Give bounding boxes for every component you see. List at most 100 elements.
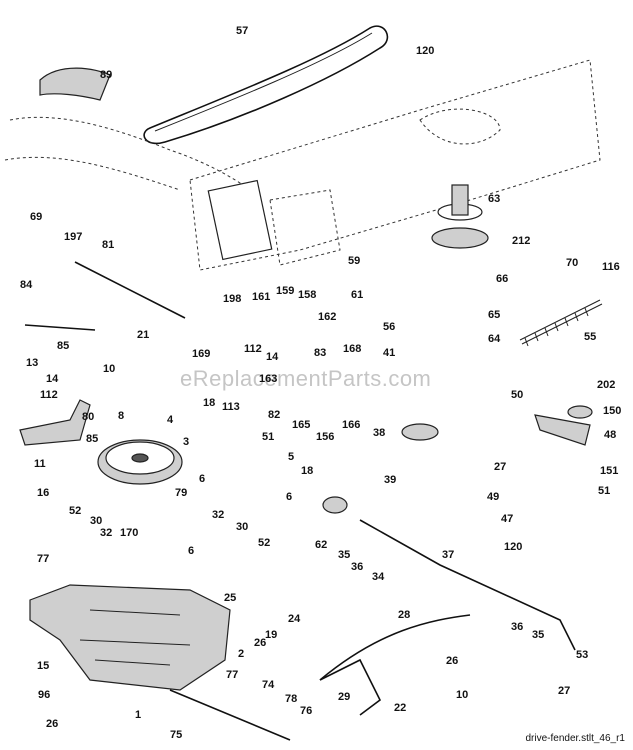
callout-16[interactable]: 16 bbox=[37, 487, 50, 499]
callout-10[interactable]: 10 bbox=[103, 363, 116, 375]
callout-78[interactable]: 78 bbox=[285, 693, 298, 705]
callout-18[interactable]: 18 bbox=[203, 397, 216, 409]
callout-41[interactable]: 41 bbox=[383, 347, 396, 359]
callout-89[interactable]: 89 bbox=[100, 69, 113, 81]
callout-15[interactable]: 15 bbox=[37, 660, 50, 672]
callout-74[interactable]: 74 bbox=[262, 679, 275, 691]
callout-66[interactable]: 66 bbox=[496, 273, 509, 285]
callout-69[interactable]: 69 bbox=[30, 211, 43, 223]
callout-55[interactable]: 55 bbox=[584, 331, 597, 343]
callout-48[interactable]: 48 bbox=[604, 429, 617, 441]
callout-79[interactable]: 79 bbox=[175, 487, 188, 499]
callout-64[interactable]: 64 bbox=[488, 333, 501, 345]
callout-56[interactable]: 56 bbox=[383, 321, 396, 333]
callout-62[interactable]: 62 bbox=[315, 539, 328, 551]
callout-159[interactable]: 159 bbox=[276, 285, 295, 297]
callout-3[interactable]: 3 bbox=[183, 436, 190, 448]
callout-26[interactable]: 26 bbox=[46, 718, 59, 730]
callout-85[interactable]: 85 bbox=[86, 433, 99, 445]
callout-26[interactable]: 26 bbox=[446, 655, 459, 667]
callout-50[interactable]: 50 bbox=[511, 389, 524, 401]
callout-51[interactable]: 51 bbox=[598, 485, 611, 497]
callout-197[interactable]: 197 bbox=[64, 231, 83, 243]
callout-77[interactable]: 77 bbox=[226, 669, 239, 681]
callout-198[interactable]: 198 bbox=[223, 293, 242, 305]
callout-5[interactable]: 5 bbox=[288, 451, 295, 463]
callout-70[interactable]: 70 bbox=[566, 257, 579, 269]
callout-57[interactable]: 57 bbox=[236, 25, 249, 37]
callout-35[interactable]: 35 bbox=[532, 629, 545, 641]
callout-10[interactable]: 10 bbox=[456, 689, 469, 701]
callout-120[interactable]: 120 bbox=[416, 45, 435, 57]
callout-36[interactable]: 36 bbox=[351, 561, 364, 573]
callout-22[interactable]: 22 bbox=[394, 702, 407, 714]
callout-61[interactable]: 61 bbox=[351, 289, 364, 301]
callout-35[interactable]: 35 bbox=[338, 549, 351, 561]
callout-6[interactable]: 6 bbox=[286, 491, 293, 503]
callout-80[interactable]: 80 bbox=[82, 411, 95, 423]
callout-8[interactable]: 8 bbox=[118, 410, 125, 422]
callout-32[interactable]: 32 bbox=[100, 527, 113, 539]
callout-28[interactable]: 28 bbox=[398, 609, 411, 621]
callout-169[interactable]: 169 bbox=[192, 348, 211, 360]
callout-34[interactable]: 34 bbox=[372, 571, 385, 583]
callout-212[interactable]: 212 bbox=[512, 235, 531, 247]
callout-166[interactable]: 166 bbox=[342, 419, 361, 431]
callout-27[interactable]: 27 bbox=[494, 461, 507, 473]
callout-36[interactable]: 36 bbox=[511, 621, 524, 633]
callout-19[interactable]: 19 bbox=[265, 629, 278, 641]
callout-113[interactable]: 113 bbox=[222, 401, 240, 413]
callout-1[interactable]: 1 bbox=[135, 709, 142, 721]
callout-2[interactable]: 2 bbox=[238, 648, 245, 660]
callout-112[interactable]: 112 bbox=[40, 389, 58, 401]
callout-150[interactable]: 150 bbox=[603, 405, 622, 417]
callout-30[interactable]: 30 bbox=[90, 515, 103, 527]
callout-116[interactable]: 116 bbox=[602, 261, 620, 273]
callout-59[interactable]: 59 bbox=[348, 255, 361, 267]
callout-6[interactable]: 6 bbox=[199, 473, 206, 485]
callout-26[interactable]: 26 bbox=[254, 637, 267, 649]
callout-156[interactable]: 156 bbox=[316, 431, 335, 443]
callout-53[interactable]: 53 bbox=[576, 649, 589, 661]
callout-11[interactable]: 11 bbox=[34, 458, 46, 470]
callout-163[interactable]: 163 bbox=[259, 373, 278, 385]
callout-96[interactable]: 96 bbox=[38, 689, 51, 701]
callout-27[interactable]: 27 bbox=[558, 685, 571, 697]
callout-161[interactable]: 161 bbox=[252, 291, 271, 303]
callout-29[interactable]: 29 bbox=[338, 691, 351, 703]
callout-14[interactable]: 14 bbox=[46, 373, 59, 385]
callout-37[interactable]: 37 bbox=[442, 549, 455, 561]
callout-170[interactable]: 170 bbox=[120, 527, 139, 539]
callout-52[interactable]: 52 bbox=[69, 505, 82, 517]
callout-81[interactable]: 81 bbox=[102, 239, 115, 251]
callout-165[interactable]: 165 bbox=[292, 419, 311, 431]
callout-21[interactable]: 21 bbox=[137, 329, 150, 341]
callout-83[interactable]: 83 bbox=[314, 347, 327, 359]
callout-85[interactable]: 85 bbox=[57, 340, 70, 352]
callout-6[interactable]: 6 bbox=[188, 545, 195, 557]
callout-24[interactable]: 24 bbox=[288, 613, 301, 625]
callout-158[interactable]: 158 bbox=[298, 289, 317, 301]
callout-38[interactable]: 38 bbox=[373, 427, 386, 439]
callout-30[interactable]: 30 bbox=[236, 521, 249, 533]
callout-13[interactable]: 13 bbox=[26, 357, 39, 369]
callout-18[interactable]: 18 bbox=[301, 465, 314, 477]
callout-151[interactable]: 151 bbox=[600, 465, 619, 477]
callout-162[interactable]: 162 bbox=[318, 311, 337, 323]
callout-63[interactable]: 63 bbox=[488, 193, 501, 205]
callout-112[interactable]: 112 bbox=[244, 343, 262, 355]
callout-65[interactable]: 65 bbox=[488, 309, 501, 321]
callout-52[interactable]: 52 bbox=[258, 537, 271, 549]
callout-4[interactable]: 4 bbox=[167, 414, 174, 426]
callout-120[interactable]: 120 bbox=[504, 541, 523, 553]
callout-82[interactable]: 82 bbox=[268, 409, 281, 421]
callout-76[interactable]: 76 bbox=[300, 705, 313, 717]
callout-47[interactable]: 47 bbox=[501, 513, 514, 525]
callout-84[interactable]: 84 bbox=[20, 279, 33, 291]
callout-14[interactable]: 14 bbox=[266, 351, 279, 363]
callout-25[interactable]: 25 bbox=[224, 592, 237, 604]
callout-32[interactable]: 32 bbox=[212, 509, 225, 521]
callout-49[interactable]: 49 bbox=[487, 491, 500, 503]
callout-75[interactable]: 75 bbox=[170, 729, 183, 741]
callout-51[interactable]: 51 bbox=[262, 431, 275, 443]
